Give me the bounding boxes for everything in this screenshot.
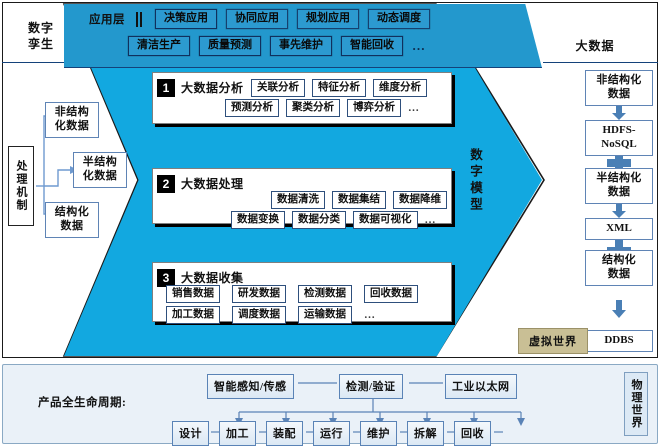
- chip-data-cleaning[interactable]: 数据清洗: [271, 191, 325, 210]
- digital-twin-label: 数字 孪生: [27, 21, 54, 52]
- panel2-chip-row-2: 数据变换 数据分类 数据可视化 …: [231, 211, 437, 230]
- panel3-ellipsis: …: [364, 309, 377, 321]
- lifecycle-stage-disassembly[interactable]: 拆解: [407, 421, 444, 446]
- panel-title-collection: 大数据收集: [181, 271, 244, 285]
- chain-box-structured-data: 结构化 数据: [585, 250, 653, 286]
- app-row-ellipsis: …: [412, 38, 427, 53]
- panel1-chip-row-2: 预测分析 聚类分析 博弈分析 …: [225, 99, 421, 118]
- lifecycle-stage-recycling[interactable]: 回收: [454, 421, 491, 446]
- application-layer-row-2: 清洁生产 质量预测 事先维护 智能回收 …: [128, 36, 427, 56]
- left-box-unstructured-data: 非结构 化数据: [45, 102, 99, 138]
- chain-plus-1-icon: [607, 152, 631, 174]
- panel-big-data-processing: 2 大数据处理 数据清洗 数据集结 数据降维 数据变换 数据分类 数据可视化 …: [152, 168, 452, 230]
- application-layer-row-1: 应用层 决策应用 协同应用 规划应用 动态调度: [89, 9, 430, 29]
- lifecycle-top-inspection[interactable]: 检测/验证: [339, 374, 403, 399]
- lifecycle-top-sensing[interactable]: 智能感知/传感: [207, 374, 294, 399]
- chip-transport-data[interactable]: 运输数据: [298, 306, 352, 325]
- panel3-chip-row-2: 加工数据 调度数据 运输数据 …: [166, 306, 377, 325]
- panel-title-analysis: 大数据分析: [181, 81, 244, 95]
- chain-box-xml: XML: [585, 218, 653, 240]
- app-chip-predictive-maintenance[interactable]: 事先维护: [270, 36, 332, 56]
- panel-number-2: 2: [157, 175, 175, 193]
- chain-arrow-2-icon: [612, 202, 626, 218]
- panel-big-data-collection: 3 大数据收集 销售数据 研发数据 检测数据 回收数据 加工数据 调度数据 运输…: [152, 262, 452, 325]
- lifecycle-stage-assembly[interactable]: 装配: [266, 421, 303, 446]
- lifecycle-stage-operation[interactable]: 运行: [313, 421, 350, 446]
- app-chip-planning[interactable]: 规划应用: [297, 9, 359, 29]
- chain-box-unstructured-data: 非结构化 数据: [585, 70, 653, 106]
- right-divider: [543, 62, 658, 63]
- app-chip-collaborative[interactable]: 协同应用: [226, 9, 288, 29]
- chip-association-analysis[interactable]: 关联分析: [251, 79, 305, 98]
- panel2-chip-row-1: 数据清洗 数据集结 数据降维: [271, 191, 447, 210]
- chain-box-semi-structured-data: 半结构化 数据: [585, 168, 653, 204]
- left-box-structured-data: 结构化 数据: [45, 202, 99, 238]
- app-chip-decision[interactable]: 决策应用: [155, 9, 217, 29]
- chip-dimensionality-reduction[interactable]: 数据降维: [393, 191, 447, 210]
- chip-data-transformation[interactable]: 数据变换: [231, 211, 285, 230]
- chip-sales-data[interactable]: 销售数据: [166, 285, 220, 304]
- chip-dimension-analysis[interactable]: 维度分析: [373, 79, 427, 98]
- panel-title-processing: 大数据处理: [181, 177, 244, 191]
- chip-predictive-analysis[interactable]: 预测分析: [225, 99, 279, 118]
- panel1-chip-row-1: 关联分析 特征分析 维度分析: [251, 79, 427, 98]
- chip-game-analysis[interactable]: 博弈分析: [347, 99, 401, 118]
- panel3-chip-row-1: 销售数据 研发数据 检测数据 回收数据: [166, 285, 418, 304]
- lifecycle-top-ethernet[interactable]: 工业以太网: [445, 374, 517, 399]
- chip-data-aggregation[interactable]: 数据集结: [332, 191, 386, 210]
- chip-recycling-data[interactable]: 回收数据: [364, 285, 418, 304]
- lifecycle-caption: 产品全生命周期:: [38, 397, 127, 409]
- chip-machining-data[interactable]: 加工数据: [166, 306, 220, 325]
- panel-big-data-analysis: 1 大数据分析 关联分析 特征分析 维度分析 预测分析 聚类分析 博弈分析 …: [152, 72, 452, 124]
- big-data-label: 大数据: [575, 39, 615, 53]
- lifecycle-stage-machining[interactable]: 加工: [219, 421, 256, 446]
- app-chip-quality-prediction[interactable]: 质量预测: [199, 36, 261, 56]
- lifecycle-stage-design[interactable]: 设计: [172, 421, 209, 446]
- app-chip-scheduling[interactable]: 动态调度: [368, 9, 430, 29]
- chip-rd-data[interactable]: 研发数据: [232, 285, 286, 304]
- chain-box-hdfs-nosql: HDFS- NoSQL: [585, 120, 653, 156]
- chain-arrow-3-icon: [612, 300, 626, 318]
- lifecycle-stage-maintenance[interactable]: 维护: [360, 421, 397, 446]
- chip-data-visualization[interactable]: 数据可视化: [353, 211, 418, 230]
- processing-mechanism-box: 处理机制: [8, 146, 34, 226]
- panel2-ellipsis: …: [424, 214, 437, 226]
- app-chip-clean-production[interactable]: 清洁生产: [128, 36, 190, 56]
- chip-cluster-analysis[interactable]: 聚类分析: [286, 99, 340, 118]
- chip-data-classification[interactable]: 数据分类: [292, 211, 346, 230]
- left-box-semi-structured-data: 半结构 化数据: [73, 152, 127, 188]
- chip-inspection-data[interactable]: 检测数据: [298, 285, 352, 304]
- app-chip-smart-recycling[interactable]: 智能回收: [341, 36, 403, 56]
- double-bar-icon: [136, 11, 142, 27]
- digital-model-label: 数字模型: [468, 148, 482, 214]
- virtual-world-badge: 虚拟世界: [518, 328, 588, 354]
- panel-number-1: 1: [157, 79, 175, 97]
- application-layer-title: 应用层: [89, 14, 125, 26]
- left-divider: [2, 62, 64, 63]
- chip-feature-analysis[interactable]: 特征分析: [312, 79, 366, 98]
- panel1-ellipsis: …: [408, 102, 421, 114]
- physical-world-label: 物理世界: [624, 372, 648, 436]
- panel-number-3: 3: [157, 269, 175, 287]
- chain-box-ddbs: DDBS: [585, 330, 653, 352]
- chain-arrow-1-icon: [612, 104, 626, 120]
- chip-scheduling-data[interactable]: 调度数据: [232, 306, 286, 325]
